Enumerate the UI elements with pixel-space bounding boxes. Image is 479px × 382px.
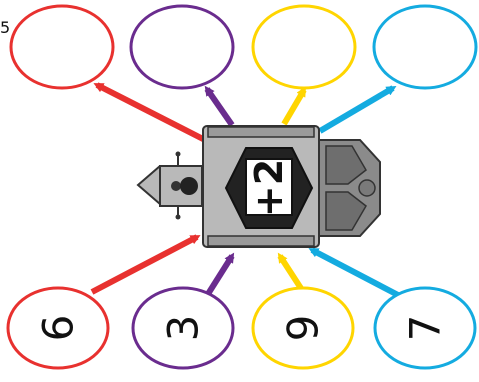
input-yellow[interactable]: 9 [251, 286, 355, 370]
output-circle-yellow[interactable] [251, 4, 357, 90]
input-circle-blue[interactable] [373, 286, 477, 370]
machine-bottom-rail [207, 235, 315, 247]
input-value-red: 6 [34, 315, 83, 342]
input-value-blue: 7 [401, 315, 450, 342]
input-blue[interactable]: 7 [373, 286, 477, 370]
input-circle-red[interactable] [6, 286, 110, 370]
output-arrow-blue [318, 85, 397, 134]
output-circle-purple[interactable] [129, 4, 235, 90]
machine-antenna-bottom-tip [175, 214, 181, 220]
output-circle-red[interactable] [9, 4, 115, 90]
output-arrow-purple [204, 85, 235, 127]
machine-rule-label: +2 [247, 159, 291, 217]
input-arrow-blue [308, 247, 400, 298]
cropped-text-fragment: 5 [0, 18, 11, 37]
machine-hopper-plate-top [325, 145, 367, 185]
output-arrow-red [93, 82, 207, 143]
machine-top-rail [207, 126, 315, 138]
input-circle-purple[interactable] [131, 286, 235, 370]
input-value-yellow: 9 [279, 315, 328, 342]
input-circle-yellow[interactable] [251, 286, 355, 370]
machine-dial-large [180, 177, 198, 195]
output-arrow-yellow [281, 86, 307, 126]
output-circle-blue[interactable] [372, 4, 478, 90]
machine-hopper-knob [358, 179, 376, 197]
machine-hopper-plate-bottom [325, 191, 367, 231]
input-value-purple: 3 [159, 315, 208, 342]
function-machine: +2 [136, 125, 381, 248]
input-purple[interactable]: 3 [131, 286, 235, 370]
machine-display [245, 158, 293, 216]
input-arrow-purple [205, 252, 235, 296]
input-arrow-red [90, 234, 201, 295]
machine-dial-small [171, 181, 181, 191]
machine-antenna-top-tip [175, 151, 181, 157]
input-red[interactable]: 6 [6, 286, 110, 370]
